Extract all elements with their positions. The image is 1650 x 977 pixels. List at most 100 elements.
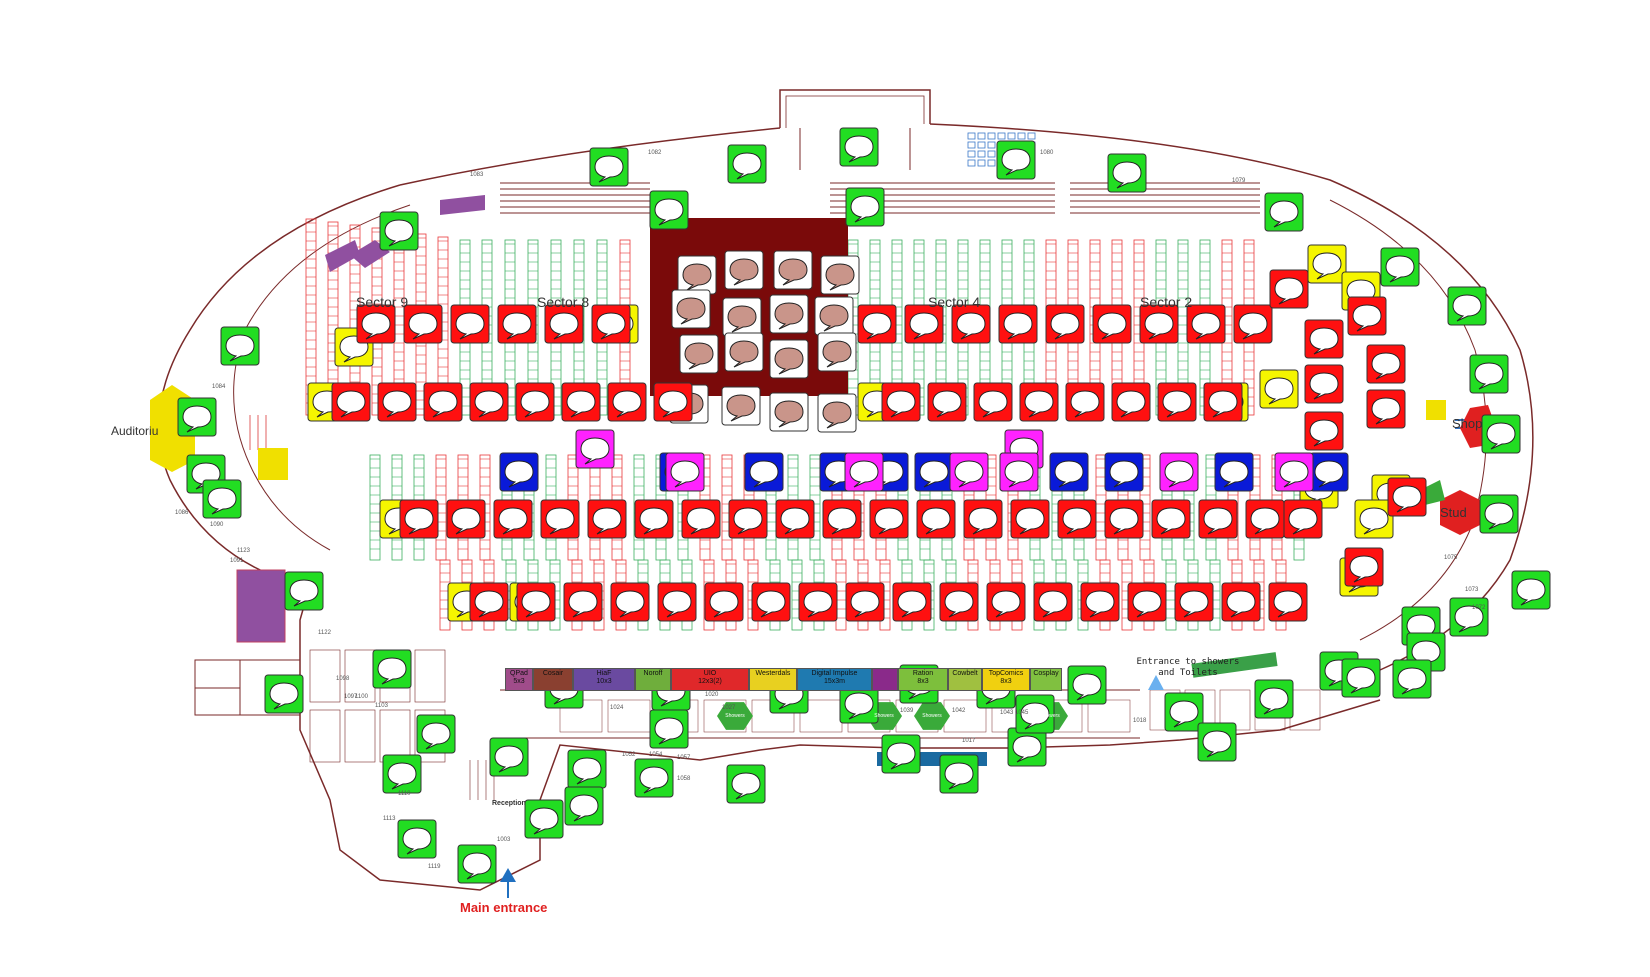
red-chat-marker[interactable] xyxy=(963,499,1003,539)
red-chat-marker[interactable] xyxy=(1304,364,1344,404)
blue-chat-marker[interactable] xyxy=(914,452,954,492)
magenta-chat-marker[interactable] xyxy=(1274,452,1314,492)
red-chat-marker[interactable] xyxy=(916,499,956,539)
red-chat-marker[interactable] xyxy=(951,304,991,344)
red-chat-marker[interactable] xyxy=(1347,296,1387,336)
green-chat-marker[interactable] xyxy=(202,479,242,519)
stage-marker[interactable] xyxy=(814,296,854,336)
green-chat-marker[interactable] xyxy=(524,799,564,839)
red-chat-marker[interactable] xyxy=(892,582,932,622)
stage-marker[interactable] xyxy=(769,294,809,334)
green-chat-marker[interactable] xyxy=(177,397,217,437)
green-chat-marker[interactable] xyxy=(1392,659,1432,699)
red-chat-marker[interactable] xyxy=(469,582,509,622)
red-chat-marker[interactable] xyxy=(1269,269,1309,309)
stage-marker[interactable] xyxy=(773,250,813,290)
green-chat-marker[interactable] xyxy=(397,819,437,859)
blue-chat-marker[interactable] xyxy=(1214,452,1254,492)
green-chat-marker[interactable] xyxy=(634,758,674,798)
green-chat-marker[interactable] xyxy=(220,326,260,366)
stage-marker[interactable] xyxy=(820,255,860,295)
green-chat-marker[interactable] xyxy=(881,734,921,774)
red-chat-marker[interactable] xyxy=(515,382,555,422)
green-chat-marker[interactable] xyxy=(727,144,767,184)
red-chat-marker[interactable] xyxy=(1010,499,1050,539)
green-chat-marker[interactable] xyxy=(1197,722,1237,762)
red-chat-marker[interactable] xyxy=(450,304,490,344)
red-chat-marker[interactable] xyxy=(973,382,1013,422)
red-chat-marker[interactable] xyxy=(857,304,897,344)
stage-marker[interactable] xyxy=(677,255,717,295)
stage-marker[interactable] xyxy=(671,289,711,329)
green-chat-marker[interactable] xyxy=(1164,692,1204,732)
red-chat-marker[interactable] xyxy=(1092,304,1132,344)
stage-marker[interactable] xyxy=(769,339,809,379)
blue-chat-marker[interactable] xyxy=(499,452,539,492)
red-chat-marker[interactable] xyxy=(939,582,979,622)
red-chat-marker[interactable] xyxy=(497,304,537,344)
green-chat-marker[interactable] xyxy=(649,709,689,749)
red-chat-marker[interactable] xyxy=(1186,304,1226,344)
chat-markers[interactable] xyxy=(177,127,1551,884)
green-chat-marker[interactable] xyxy=(649,190,689,230)
green-chat-marker[interactable] xyxy=(726,764,766,804)
red-chat-marker[interactable] xyxy=(728,499,768,539)
red-chat-marker[interactable] xyxy=(1221,582,1261,622)
red-chat-marker[interactable] xyxy=(881,382,921,422)
green-chat-marker[interactable] xyxy=(564,786,604,826)
red-chat-marker[interactable] xyxy=(1065,382,1105,422)
red-chat-marker[interactable] xyxy=(751,582,791,622)
stage-marker[interactable] xyxy=(679,334,719,374)
green-chat-marker[interactable] xyxy=(457,844,497,884)
magenta-chat-marker[interactable] xyxy=(999,452,1039,492)
red-chat-marker[interactable] xyxy=(798,582,838,622)
green-chat-marker[interactable] xyxy=(1007,727,1047,767)
red-chat-marker[interactable] xyxy=(446,499,486,539)
red-chat-marker[interactable] xyxy=(1233,304,1273,344)
red-chat-marker[interactable] xyxy=(356,304,396,344)
blue-chat-marker[interactable] xyxy=(1104,452,1144,492)
red-chat-marker[interactable] xyxy=(423,382,463,422)
blue-chat-marker[interactable] xyxy=(744,452,784,492)
red-chat-marker[interactable] xyxy=(399,499,439,539)
red-chat-marker[interactable] xyxy=(1344,547,1384,587)
green-chat-marker[interactable] xyxy=(379,211,419,251)
red-chat-marker[interactable] xyxy=(653,382,693,422)
magenta-chat-marker[interactable] xyxy=(1159,452,1199,492)
red-chat-marker[interactable] xyxy=(681,499,721,539)
green-chat-marker[interactable] xyxy=(284,571,324,611)
green-chat-marker[interactable] xyxy=(1067,665,1107,705)
stage-marker[interactable] xyxy=(724,250,764,290)
green-chat-marker[interactable] xyxy=(1380,247,1420,287)
blue-chat-marker[interactable] xyxy=(1049,452,1089,492)
green-chat-marker[interactable] xyxy=(1469,354,1509,394)
red-chat-marker[interactable] xyxy=(1045,304,1085,344)
red-chat-marker[interactable] xyxy=(657,582,697,622)
red-chat-marker[interactable] xyxy=(1366,344,1406,384)
green-chat-marker[interactable] xyxy=(1481,414,1521,454)
red-chat-marker[interactable] xyxy=(845,582,885,622)
green-chat-marker[interactable] xyxy=(1447,286,1487,326)
green-chat-marker[interactable] xyxy=(1107,153,1147,193)
green-chat-marker[interactable] xyxy=(1015,694,1055,734)
green-chat-marker[interactable] xyxy=(416,714,456,754)
magenta-chat-marker[interactable] xyxy=(844,452,884,492)
red-chat-marker[interactable] xyxy=(1283,499,1323,539)
stage-marker[interactable] xyxy=(722,297,762,337)
yellow-chat-marker[interactable] xyxy=(1354,499,1394,539)
green-chat-marker[interactable] xyxy=(489,737,529,777)
green-chat-marker[interactable] xyxy=(1449,597,1489,637)
green-chat-marker[interactable] xyxy=(1511,570,1551,610)
red-chat-marker[interactable] xyxy=(1268,582,1308,622)
magenta-chat-marker[interactable] xyxy=(665,452,705,492)
magenta-chat-marker[interactable] xyxy=(949,452,989,492)
red-chat-marker[interactable] xyxy=(403,304,443,344)
red-chat-marker[interactable] xyxy=(1366,389,1406,429)
red-chat-marker[interactable] xyxy=(822,499,862,539)
red-chat-marker[interactable] xyxy=(704,582,744,622)
red-chat-marker[interactable] xyxy=(1245,499,1285,539)
red-chat-marker[interactable] xyxy=(563,582,603,622)
red-chat-marker[interactable] xyxy=(998,304,1038,344)
red-chat-marker[interactable] xyxy=(1104,499,1144,539)
red-chat-marker[interactable] xyxy=(607,382,647,422)
